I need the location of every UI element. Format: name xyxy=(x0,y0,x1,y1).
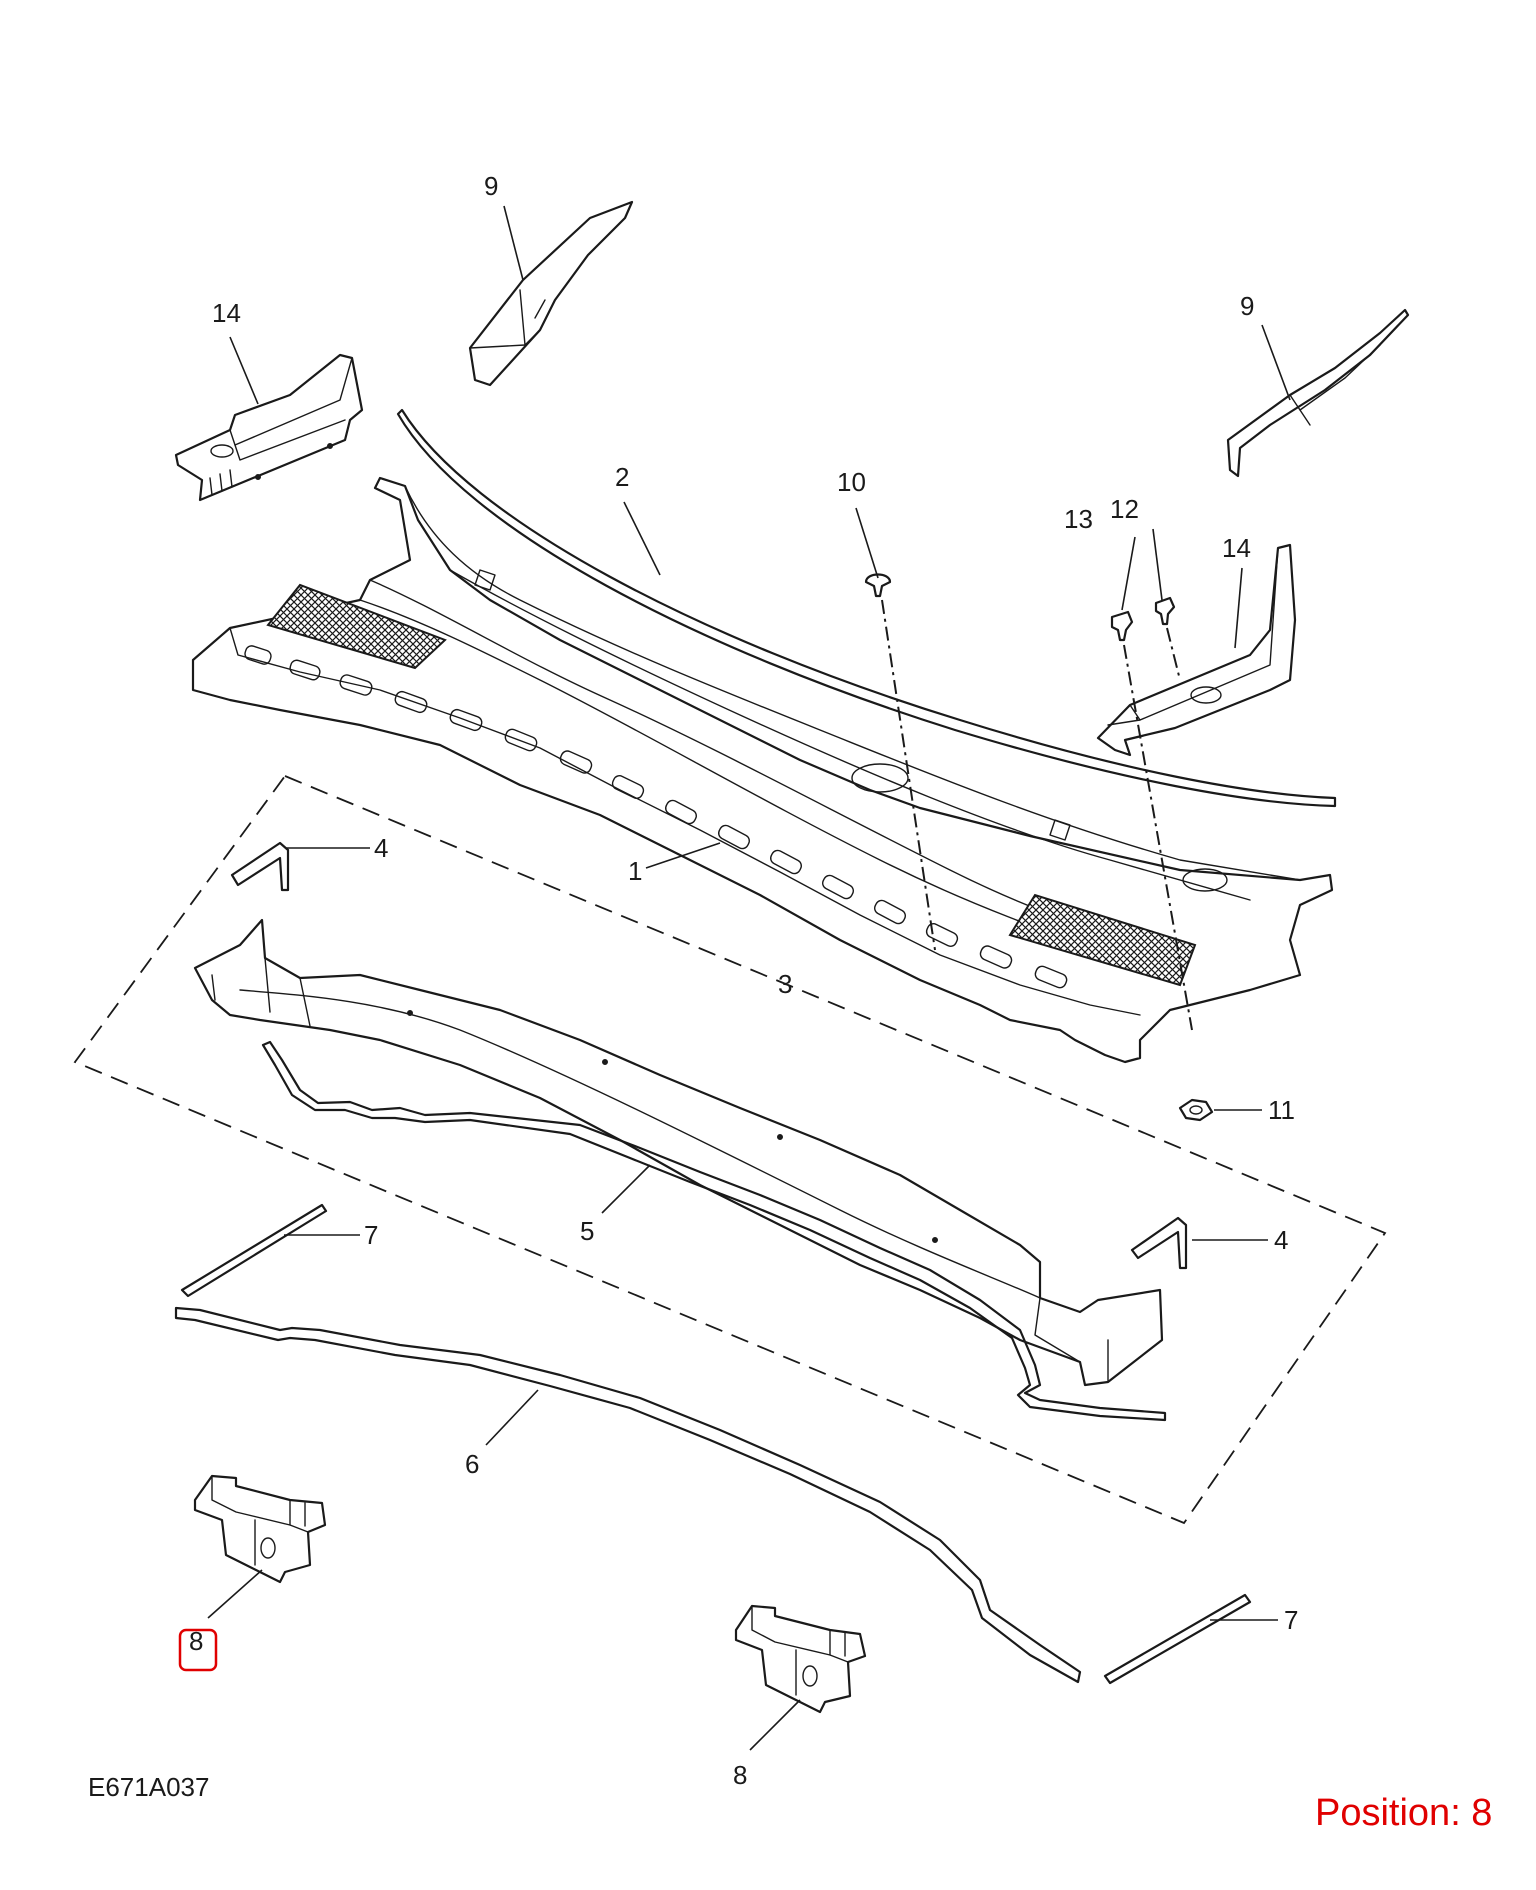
callout-11[interactable]: 11 xyxy=(1268,1095,1295,1125)
callout-4-right[interactable]: 4 xyxy=(1274,1225,1288,1255)
part-11-nut[interactable] xyxy=(1178,1098,1214,1122)
callout-12[interactable]: 12 xyxy=(1110,494,1139,524)
part-2-seal[interactable] xyxy=(396,408,1337,808)
part-10-push-clip[interactable] xyxy=(864,573,892,598)
kit-outline xyxy=(73,774,1387,1525)
part-4-clip-left[interactable] xyxy=(230,841,290,892)
callout-14-right[interactable]: 14 xyxy=(1222,533,1251,563)
callout-6[interactable]: 6 xyxy=(465,1449,479,1479)
callout-14-left[interactable]: 14 xyxy=(212,298,241,328)
callout-1[interactable]: 1 xyxy=(628,856,642,886)
callout-2[interactable]: 2 xyxy=(615,462,629,492)
part-9-clip-right[interactable] xyxy=(1226,308,1410,478)
part-4-clip-right[interactable] xyxy=(1130,1216,1188,1270)
part-8-block-left[interactable] xyxy=(193,1474,327,1584)
part-5-lower-seal[interactable] xyxy=(261,1040,1167,1422)
callout-4-left[interactable]: 4 xyxy=(374,833,388,863)
callout-7-right[interactable]: 7 xyxy=(1284,1605,1298,1635)
part-13-screw[interactable] xyxy=(1110,610,1134,642)
callout-5[interactable]: 5 xyxy=(580,1216,594,1246)
part-8-block-right[interactable] xyxy=(734,1604,867,1714)
part-14-bracket-right[interactable] xyxy=(1096,543,1297,757)
callout-13[interactable]: 13 xyxy=(1064,504,1093,534)
part-12-screw[interactable] xyxy=(1154,596,1176,626)
part-5-lower-panel[interactable] xyxy=(193,918,1164,1387)
part-7-strip-right[interactable] xyxy=(1103,1593,1252,1685)
part-6-long-seal[interactable] xyxy=(174,1306,1082,1684)
position-label: Position: 8 xyxy=(1315,1792,1492,1834)
part-9-clip-left[interactable] xyxy=(468,200,634,387)
callout-9-right[interactable]: 9 xyxy=(1240,291,1254,321)
part-7-strip-left[interactable] xyxy=(180,1203,328,1298)
callout-8-left[interactable]: 8 xyxy=(189,1626,203,1656)
callout-3[interactable]: 3 xyxy=(778,969,792,999)
callout-9-left[interactable]: 9 xyxy=(484,171,498,201)
drawing-code: E671A037 xyxy=(88,1772,209,1802)
callout-8-right[interactable]: 8 xyxy=(733,1760,747,1790)
selected-callout-highlight xyxy=(178,1628,218,1672)
callout-10[interactable]: 10 xyxy=(837,467,866,497)
part-1-cowl-panel[interactable] xyxy=(191,476,1334,1064)
callout-7-left[interactable]: 7 xyxy=(364,1220,378,1250)
part-14-bracket-left[interactable] xyxy=(174,353,364,502)
